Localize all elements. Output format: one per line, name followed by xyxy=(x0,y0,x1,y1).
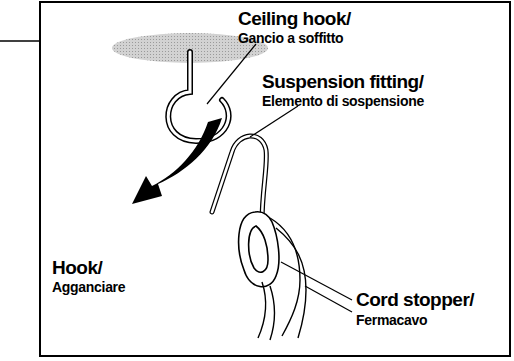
frame xyxy=(40,2,510,356)
part-name-translation: Fermacavo xyxy=(356,313,427,328)
cords xyxy=(258,218,306,340)
hook-arrow xyxy=(132,118,222,204)
cord-stopper xyxy=(239,212,279,287)
part-name-translation: Elemento di sospensione xyxy=(262,94,424,109)
part-name: Suspension fitting/ xyxy=(262,72,424,93)
part-name: Ceiling hook/ xyxy=(238,9,351,30)
action-label: Hook/ xyxy=(52,258,102,279)
part-name-translation: Gancio a soffitto xyxy=(238,31,343,46)
action-label-translation: Agganciare xyxy=(52,280,125,295)
ceiling-hook xyxy=(168,52,228,141)
part-name: Cord stopper/ xyxy=(356,290,474,311)
frame-line xyxy=(0,40,40,42)
